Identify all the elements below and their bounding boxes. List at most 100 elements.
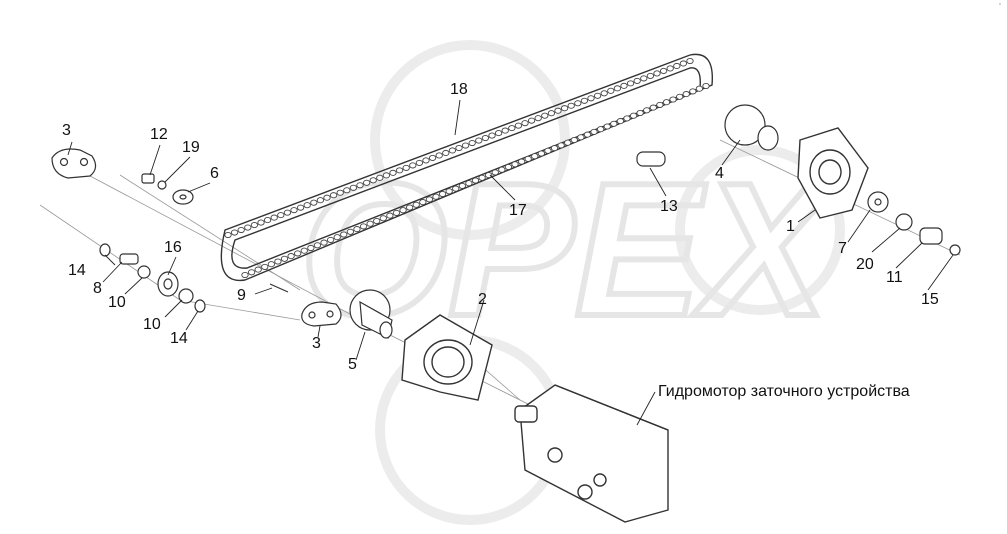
chain-link [373, 217, 381, 225]
chain-link [290, 207, 298, 214]
callout-3-plate-middle: 3 [312, 335, 321, 352]
chain-link [392, 209, 401, 216]
chain-link [280, 255, 289, 262]
chain-link [531, 153, 539, 160]
chain-link [250, 222, 259, 229]
chain-link [574, 100, 582, 107]
chain-link [498, 166, 506, 173]
chain-link [389, 169, 397, 176]
chain-link [294, 250, 302, 257]
chain-link [438, 190, 447, 198]
chain-link [557, 142, 565, 149]
chain-link [230, 229, 239, 236]
corner-mark: * [999, 3, 1001, 9]
part-housing-1 [797, 127, 869, 219]
callout-11: 11 [886, 269, 903, 286]
chain-link [471, 177, 480, 184]
chain-link [620, 82, 628, 89]
chain-link [458, 182, 466, 189]
chain-link [669, 96, 677, 103]
chain-link [640, 75, 648, 82]
chain-link [320, 239, 328, 246]
chain-link [560, 105, 569, 112]
part-hydraulic-motor [514, 384, 669, 523]
part-sprocket-5 [349, 289, 393, 339]
callout-9: 9 [237, 287, 246, 304]
chain-link [662, 99, 671, 106]
chain-link [409, 162, 417, 169]
callout-14-lower: 14 [170, 330, 188, 347]
callout-5: 5 [348, 356, 357, 373]
chain-link [646, 72, 655, 79]
callout-4: 4 [715, 165, 724, 182]
chain-link [359, 223, 368, 230]
chain-link [689, 88, 697, 95]
chain-link [695, 85, 704, 92]
chain-link [316, 197, 325, 204]
chain-link [702, 82, 710, 90]
chain-link [494, 130, 503, 137]
chain-link [616, 118, 625, 125]
callout-19: 19 [182, 139, 200, 156]
chain-link [296, 204, 305, 211]
chain-link [547, 110, 556, 117]
leader-lines [67, 99, 954, 426]
chain-link [580, 97, 589, 104]
chain-link [425, 196, 434, 203]
chain-link [521, 120, 529, 127]
chain-link [468, 139, 476, 147]
chain-link [445, 188, 453, 195]
chain-link [666, 65, 674, 72]
chain-link [270, 214, 278, 221]
callout-10-upper: 10 [108, 294, 126, 311]
chain-link [603, 123, 611, 130]
chain-links [224, 57, 710, 279]
part-bolt-small [141, 173, 167, 190]
chain-link [405, 204, 414, 211]
chain-link [300, 247, 308, 254]
chain-link [636, 109, 644, 117]
chain-link [623, 115, 631, 122]
chain-link [626, 80, 635, 87]
chain-link [527, 117, 536, 124]
chain-link [307, 244, 315, 252]
chain-link [550, 145, 559, 152]
chain-link [333, 234, 341, 241]
chain-link [544, 147, 552, 154]
chain-link [583, 131, 592, 138]
chain-link [656, 101, 664, 108]
chain-link [517, 158, 526, 165]
callout-1: 1 [786, 218, 795, 235]
chain-link [442, 149, 450, 157]
chain-link [399, 207, 407, 214]
callout-3-plate-left: 3 [62, 122, 71, 139]
chain-link [261, 263, 269, 270]
chain-link [534, 115, 542, 122]
chain-link [659, 67, 668, 74]
chain-link [501, 127, 509, 134]
chain-link [686, 57, 694, 65]
chain-link [629, 112, 638, 119]
chain-link [587, 95, 595, 102]
chain-link [577, 134, 585, 141]
chain-link [653, 70, 661, 77]
chain-link [313, 242, 322, 249]
chain-link [596, 126, 605, 133]
callout-6: 6 [210, 165, 219, 182]
chain-link [514, 122, 523, 129]
chain-link [481, 135, 490, 142]
callout-12: 12 [150, 126, 168, 143]
chain-link [257, 219, 265, 226]
chain-link [415, 159, 424, 166]
chain-link [488, 132, 496, 139]
chain-link [676, 93, 684, 100]
chain-link [570, 136, 578, 144]
part-washer-6 [172, 189, 194, 205]
chain-link [346, 228, 355, 235]
chain-link [679, 60, 688, 67]
chain-link [682, 91, 690, 98]
chain-link [244, 224, 252, 231]
callout-14-left: 14 [68, 262, 86, 279]
